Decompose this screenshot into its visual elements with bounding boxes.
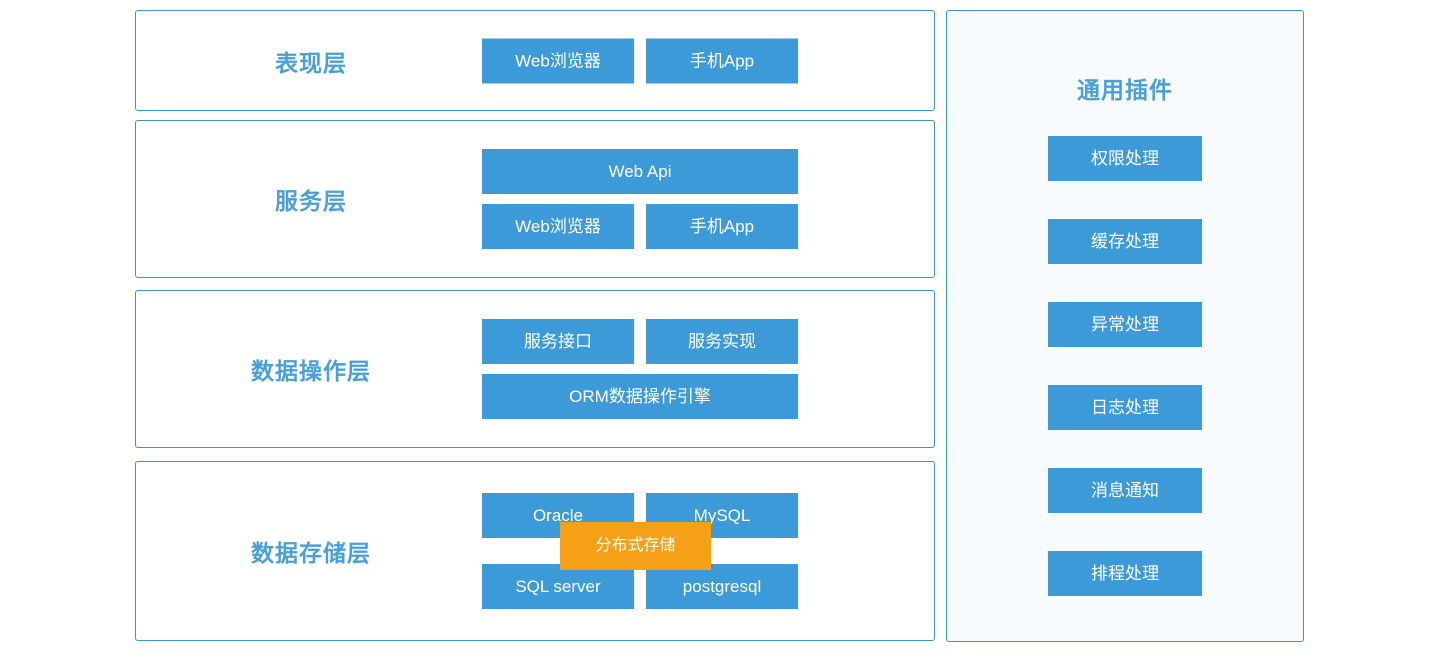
plugin-box-logging[interactable]: 日志处理 [1048,385,1202,430]
box-row: Web Api [482,149,798,194]
layer-panel-data-storage: 数据存储层 Oracle MySQL SQL server postgresql [135,461,935,641]
box-row: 服务接口 服务实现 [482,319,798,364]
box-row: SQL server postgresql [482,564,798,609]
layer-panel-presentation: 表现层 Web浏览器 手机App [135,10,935,111]
layer-title-data-storage: 数据存储层 [251,540,371,566]
component-box-distributed-storage[interactable]: 分布式存储 [560,522,711,570]
plugin-box-cache[interactable]: 缓存处理 [1048,219,1202,264]
layer-title-data-operation: 数据操作层 [251,358,371,384]
plugin-box-message-notification[interactable]: 消息通知 [1048,468,1202,513]
component-box-web-api[interactable]: Web Api [482,149,798,194]
box-row: Web浏览器 手机App [482,38,798,83]
plugins-panel-title: 通用插件 [1077,77,1173,103]
component-box-web-browser[interactable]: Web浏览器 [482,204,634,249]
layer-panel-service: 服务层 Web Api Web浏览器 手机App [135,120,935,278]
component-box-service-implementation[interactable]: 服务实现 [646,319,798,364]
layer-boxes-service: Web Api Web浏览器 手机App [482,149,798,249]
component-box-mobile-app[interactable]: 手机App [646,204,798,249]
plugins-panel: 通用插件 权限处理 缓存处理 异常处理 日志处理 消息通知 排程处理 [946,10,1304,642]
box-row: Web浏览器 手机App [482,204,798,249]
layer-boxes-presentation: Web浏览器 手机App [482,38,798,83]
plugin-box-scheduling[interactable]: 排程处理 [1048,551,1202,596]
component-box-mobile-app[interactable]: 手机App [646,38,798,83]
plugin-box-exception[interactable]: 异常处理 [1048,302,1202,347]
component-box-sql-server[interactable]: SQL server [482,564,634,609]
component-box-web-browser[interactable]: Web浏览器 [482,38,634,83]
layer-title-service: 服务层 [275,188,347,214]
layer-title-presentation: 表现层 [275,49,347,76]
component-box-orm-engine[interactable]: ORM数据操作引擎 [482,374,798,419]
box-row: ORM数据操作引擎 [482,374,798,419]
layer-boxes-data-operation: 服务接口 服务实现 ORM数据操作引擎 [482,319,798,419]
plugins-list: 权限处理 缓存处理 异常处理 日志处理 消息通知 排程处理 [947,136,1303,596]
layer-panel-data-operation: 数据操作层 服务接口 服务实现 ORM数据操作引擎 [135,290,935,448]
component-box-service-interface[interactable]: 服务接口 [482,319,634,364]
component-box-postgresql[interactable]: postgresql [646,564,798,609]
plugin-box-authorization[interactable]: 权限处理 [1048,136,1202,181]
component-box-oracle[interactable]: Oracle [482,493,634,538]
